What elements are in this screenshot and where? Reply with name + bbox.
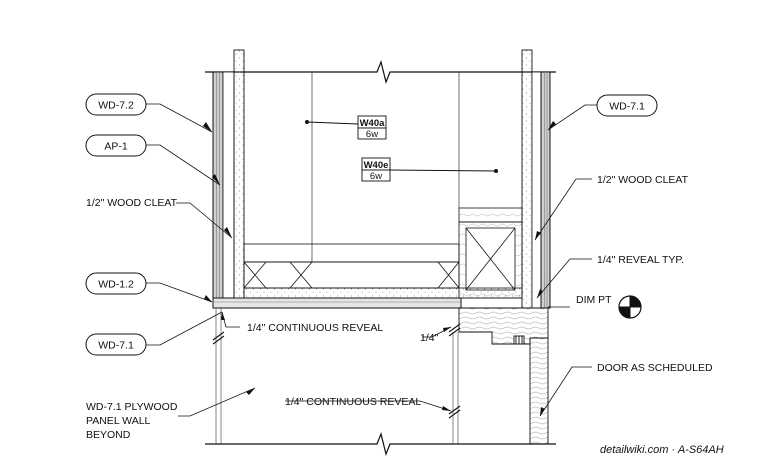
label-plywood-line1: WD-7.1 PLYWOOD (86, 401, 178, 413)
bottom-break-line (205, 432, 556, 456)
top-break-line (205, 60, 556, 84)
label-door-scheduled: DOOR AS SCHEDULED (597, 362, 713, 374)
right-wall-assembly (521, 49, 551, 309)
label-continuous-reveal-top: 1/4" CONTINUOUS REVEAL (247, 322, 383, 334)
label-dim-pt: DIM PT (576, 294, 612, 306)
wall-tag-w40e: W40e 6w (361, 157, 498, 182)
leader-arrowheads (203, 121, 556, 416)
label-quarter-reveal: 1/4" (420, 332, 439, 344)
label-plywood-line2: PANEL WALL (86, 415, 151, 427)
plywood-leader (178, 387, 256, 417)
leaders (146, 103, 597, 417)
label-reveal-typ: 1/4" REVEAL TYP. (597, 254, 684, 266)
wall-tag-w40a: W40a 6w (305, 115, 387, 140)
tag-wd-1-2-label: WD-1.2 (98, 279, 134, 291)
tag-wd-7-1-right-label: WD-7.1 (609, 101, 645, 113)
label-plywood-line3: BEYOND (86, 429, 131, 441)
dim-point-symbol (618, 295, 642, 319)
tag-wd-7-2-label: WD-7.2 (98, 100, 134, 112)
tag-wd-7-1-left: WD-7.1 (85, 333, 147, 356)
label-continuous-reveal-bottom: 1/4" CONTINUOUS REVEAL (285, 396, 421, 408)
wall-tag-w40e-code: W40e (364, 160, 389, 171)
tag-ap-1-label: AP-1 (104, 141, 128, 153)
label-cleat-right: 1/2" WOOD CLEAT (597, 174, 689, 186)
tag-wd-7-2: WD-7.2 (85, 93, 147, 116)
wall-tag-w40a-rating: 6w (366, 129, 378, 140)
tag-wd-7-1-left-label: WD-7.1 (98, 340, 134, 352)
watermark: detailwiki.com · A-S64AH (600, 444, 724, 456)
right-framing-block (458, 207, 523, 299)
reveal-ticks (212, 323, 461, 419)
left-wall-assembly (212, 49, 245, 303)
door-slab (529, 337, 549, 445)
lower-panel-lines (215, 308, 459, 444)
tag-wd-7-1-right: WD-7.1 (596, 94, 658, 117)
bottom-blocking (243, 243, 460, 289)
wall-tag-w40a-code: W40a (360, 118, 386, 129)
label-cleat-left: 1/2" WOOD CLEAT (86, 197, 178, 209)
tag-ap-1: AP-1 (85, 134, 147, 157)
cavity-lines (311, 72, 460, 262)
tag-wd-1-2: WD-1.2 (85, 272, 147, 295)
panel-bottom (212, 287, 523, 309)
wall-tag-w40e-rating: 6w (370, 171, 382, 182)
